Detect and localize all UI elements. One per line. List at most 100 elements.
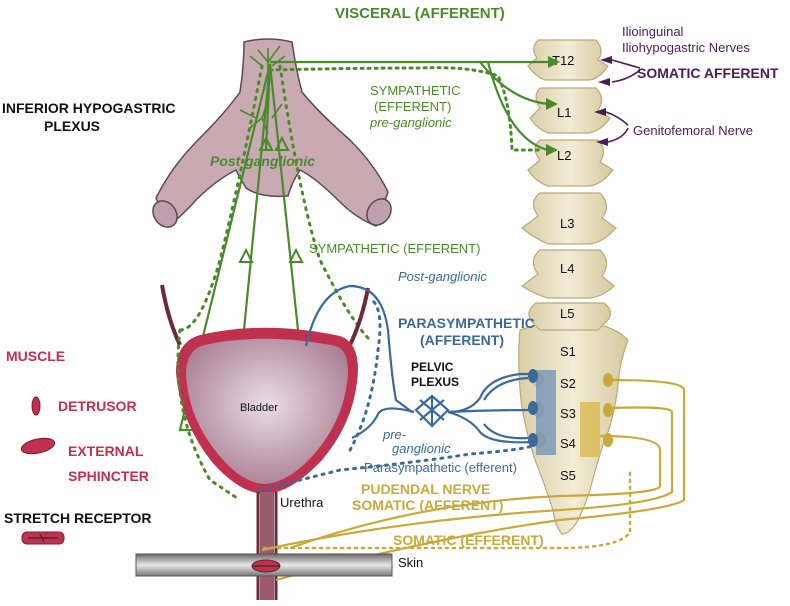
ganglion-s3 (528, 401, 538, 415)
vertebra-label-l1: L1 (557, 105, 571, 120)
dotted-left-loop (178, 64, 264, 332)
lumbar-column (520, 39, 617, 331)
label-somatic-afferent-bottom: SOMATIC (AFFERENT) (352, 497, 504, 513)
sympathetic-arrow-l1 (546, 98, 558, 110)
label-ilioinguinal: Ilioinguinal (622, 24, 684, 39)
bladder-lumen (186, 338, 348, 484)
label-parasympathetic: PARASYMPATHETIC (398, 315, 535, 331)
inferior-hypogastric-plexus (152, 38, 392, 228)
sympathetic-preganglionic-dotted (268, 66, 542, 152)
vertebra-label-t12: T12 (552, 53, 574, 68)
label-pelvic: PELVIC (411, 360, 454, 374)
somatic-sacral-band (580, 402, 600, 457)
parasym-dotted-upper (348, 298, 382, 452)
parasym-lower-loop (351, 407, 415, 439)
label-parasympathetic-afferent: (AFFERENT) (420, 332, 504, 348)
parasym-s4-ext (483, 423, 529, 440)
somatic-afferent-inner (261, 406, 674, 552)
label-sympathetic-efferent-lower: SYMPATHETIC (EFFERENT) (309, 241, 481, 256)
spine: T12 L1 L2 L3 L4 L5 S1 S2 S3 S4 S5 (518, 39, 629, 535)
label-somatic-afferent-top: SOMATIC AFFERENT (637, 65, 779, 81)
parasym-spine-s4 (447, 410, 533, 444)
somatic-afferent-arrows (594, 56, 641, 146)
label-detrusor: DETRUSOR (58, 398, 137, 414)
label-parasympathetic-efferent: Parasympathetic (efferent) (364, 460, 517, 475)
label-sympathetic-efferent: SYMPATHETIC (370, 83, 461, 98)
label-plexus-pelvic: PLEXUS (411, 375, 460, 389)
label-genitofemoral: Genitofemoral Nerve (633, 123, 753, 138)
label-skin: Skin (398, 555, 424, 570)
somatic-afferent-outer (275, 378, 686, 582)
label-urethra: Urethra (280, 495, 324, 510)
left-ureter (160, 284, 182, 346)
label-plexus: PLEXUS (44, 118, 101, 134)
visceral-arrow (548, 56, 560, 68)
label-ganglionic-blue: ganglionic (392, 441, 451, 456)
right-vessel-end (366, 198, 392, 226)
vertebra-label-l2: L2 (557, 148, 571, 163)
vertebra-label-s2: S2 (560, 376, 576, 391)
label-external: EXTERNAL (68, 443, 144, 459)
legend-icons (20, 396, 65, 545)
somatic-ganglion-s2 (603, 373, 613, 387)
ganglion-s2 (528, 369, 538, 383)
vertebra-body-l3 (521, 192, 617, 245)
vertebra-label-l5: L5 (560, 306, 574, 321)
vertebra-label-l3: L3 (560, 216, 574, 231)
parasympathetic-sacral-band (536, 370, 556, 455)
label-post-ganglionic-green: Post-ganglionic (210, 153, 315, 169)
skin-layer (135, 553, 393, 577)
vertebra-label-s3: S3 (560, 406, 576, 421)
parasym-upper-loop (304, 284, 413, 413)
parasympathetic-pathways (258, 284, 538, 492)
arrow-up-d (274, 135, 290, 151)
vertebra-label-s5: S5 (560, 468, 576, 483)
stretch-receptor-icon (21, 531, 65, 545)
ganglion-s4 (528, 433, 538, 447)
label-muscle: MUSCLE (6, 348, 66, 364)
vertebra-label-s4: S4 (560, 436, 576, 451)
vertebra-body-l4 (520, 249, 615, 299)
sympathetic-branch-2 (486, 61, 549, 152)
parasym-s2-ext (483, 376, 529, 401)
vertebra-labels: T12 L1 L2 L3 L4 L5 S1 S2 S3 S4 S5 (552, 53, 576, 483)
bladder-group (160, 284, 370, 600)
arrow-up-b (288, 247, 304, 263)
somatic-pathways (261, 373, 686, 582)
urethra-fill (260, 492, 274, 600)
detrusor-icon (31, 396, 41, 416)
label-bladder: Bladder (240, 402, 278, 414)
label-pre-ganglionic-green: pre-ganglionic (370, 115, 452, 130)
external-sphincter-icon (20, 437, 56, 455)
label-post-ganglionic-blue: Post-ganglionic (398, 269, 487, 284)
sympathetic-pathways (178, 56, 560, 432)
vertebra-body-l5 (528, 302, 612, 331)
arrow-up-c (258, 135, 274, 151)
arrow-up-a (238, 247, 254, 263)
vertebra-body-t12 (527, 39, 609, 81)
somatic-efferent-loop (289, 434, 662, 550)
label-stretch-receptor: STRETCH RECEPTOR (4, 510, 152, 526)
label-iliohypogastric: Iliohypogastric Nerves (622, 40, 750, 55)
pelvic-plexus-node (414, 394, 450, 428)
label-visceral-afferent: VISCERAL (AFFERENT) (335, 5, 505, 22)
somatic-ganglion-s4 (603, 433, 613, 447)
plexus-shape (155, 38, 389, 228)
right-ureter (348, 287, 370, 346)
skin-stretch-receptor (251, 559, 281, 573)
label-inferior-hypogastric: INFERIOR HYPOGASTRIC (2, 100, 176, 116)
sympathetic-arrow-l2 (546, 144, 558, 156)
sympathetic-branch-1 (479, 61, 549, 106)
dotted-right-loop (278, 64, 372, 342)
post-ganglionic-arrow-up (264, 63, 272, 151)
somatic-dotted (262, 468, 632, 550)
label-somatic-efferent: SOMATIC (EFFERENT) (393, 532, 544, 548)
parasym-spine-s3 (447, 408, 533, 414)
sympathetic-descending-b (268, 63, 300, 331)
label-sympathetic-efferent-2: (EFFERENT) (374, 99, 452, 114)
left-vessel-end (152, 200, 178, 228)
vertebra-label-s1: S1 (560, 344, 576, 359)
label-sphincter: SPHINCTER (68, 468, 149, 484)
